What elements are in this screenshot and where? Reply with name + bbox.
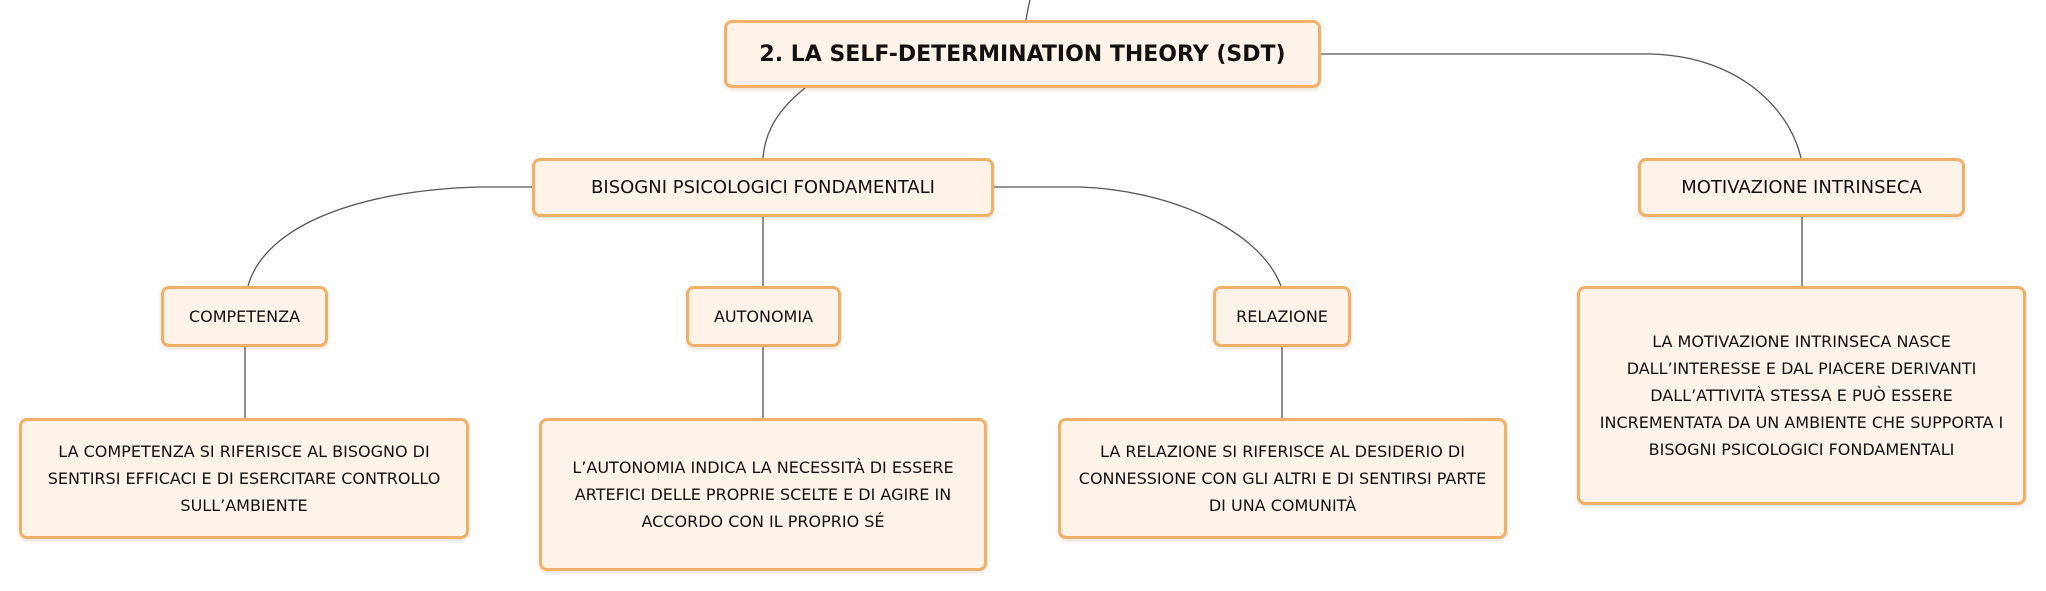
autonomia-node[interactable]: AUTONOMIA <box>686 286 841 347</box>
connector-needs-to-competenza <box>247 186 532 287</box>
root-node[interactable]: 2. LA SELF-DETERMINATION THEORY (SDT) <box>724 20 1321 88</box>
root-node-label: 2. LA SELF-DETERMINATION THEORY (SDT) <box>759 41 1286 67</box>
competenza-node[interactable]: COMPETENZA <box>161 286 328 347</box>
needs-node[interactable]: BISOGNI PSICOLOGICI FONDAMENTALI <box>532 158 994 217</box>
competenza-description-node[interactable]: LA COMPETENZA SI RIFERISCE AL BISOGNO DI… <box>19 418 469 539</box>
connector-root-to-intrinsic <box>1321 53 1802 159</box>
connector-parent-to-root <box>1025 0 1031 21</box>
relazione-node-label: RELAZIONE <box>1236 307 1328 326</box>
connector-needs-to-relazione <box>994 186 1282 287</box>
relazione-description-text: LA RELAZIONE SI RIFERISCE AL DESIDERIO D… <box>1078 442 1487 515</box>
competenza-node-label: COMPETENZA <box>188 307 301 326</box>
autonomia-description-node[interactable]: L’AUTONOMIA INDICA LA NECESSITÀ DI ESSER… <box>539 418 987 571</box>
intrinsic-motivation-description-text: LA MOTIVAZIONE INTRINSECA NASCE DALL’INT… <box>1599 332 2004 459</box>
relazione-node[interactable]: RELAZIONE <box>1213 286 1351 347</box>
competenza-description-text: LA COMPETENZA SI RIFERISCE AL BISOGNO DI… <box>47 442 441 515</box>
autonomia-node-label: AUTONOMIA <box>713 307 814 326</box>
autonomia-description-text: L’AUTONOMIA INDICA LA NECESSITÀ DI ESSER… <box>572 458 954 531</box>
intrinsic-motivation-description-node[interactable]: LA MOTIVAZIONE INTRINSECA NASCE DALL’INT… <box>1577 286 2026 505</box>
connector-root-to-needs <box>762 87 806 159</box>
needs-node-label: BISOGNI PSICOLOGICI FONDAMENTALI <box>591 177 935 198</box>
relazione-description-node[interactable]: LA RELAZIONE SI RIFERISCE AL DESIDERIO D… <box>1058 418 1507 539</box>
intrinsic-motivation-node-label: MOTIVAZIONE INTRINSECA <box>1681 177 1922 198</box>
intrinsic-motivation-node[interactable]: MOTIVAZIONE INTRINSECA <box>1638 158 1965 217</box>
